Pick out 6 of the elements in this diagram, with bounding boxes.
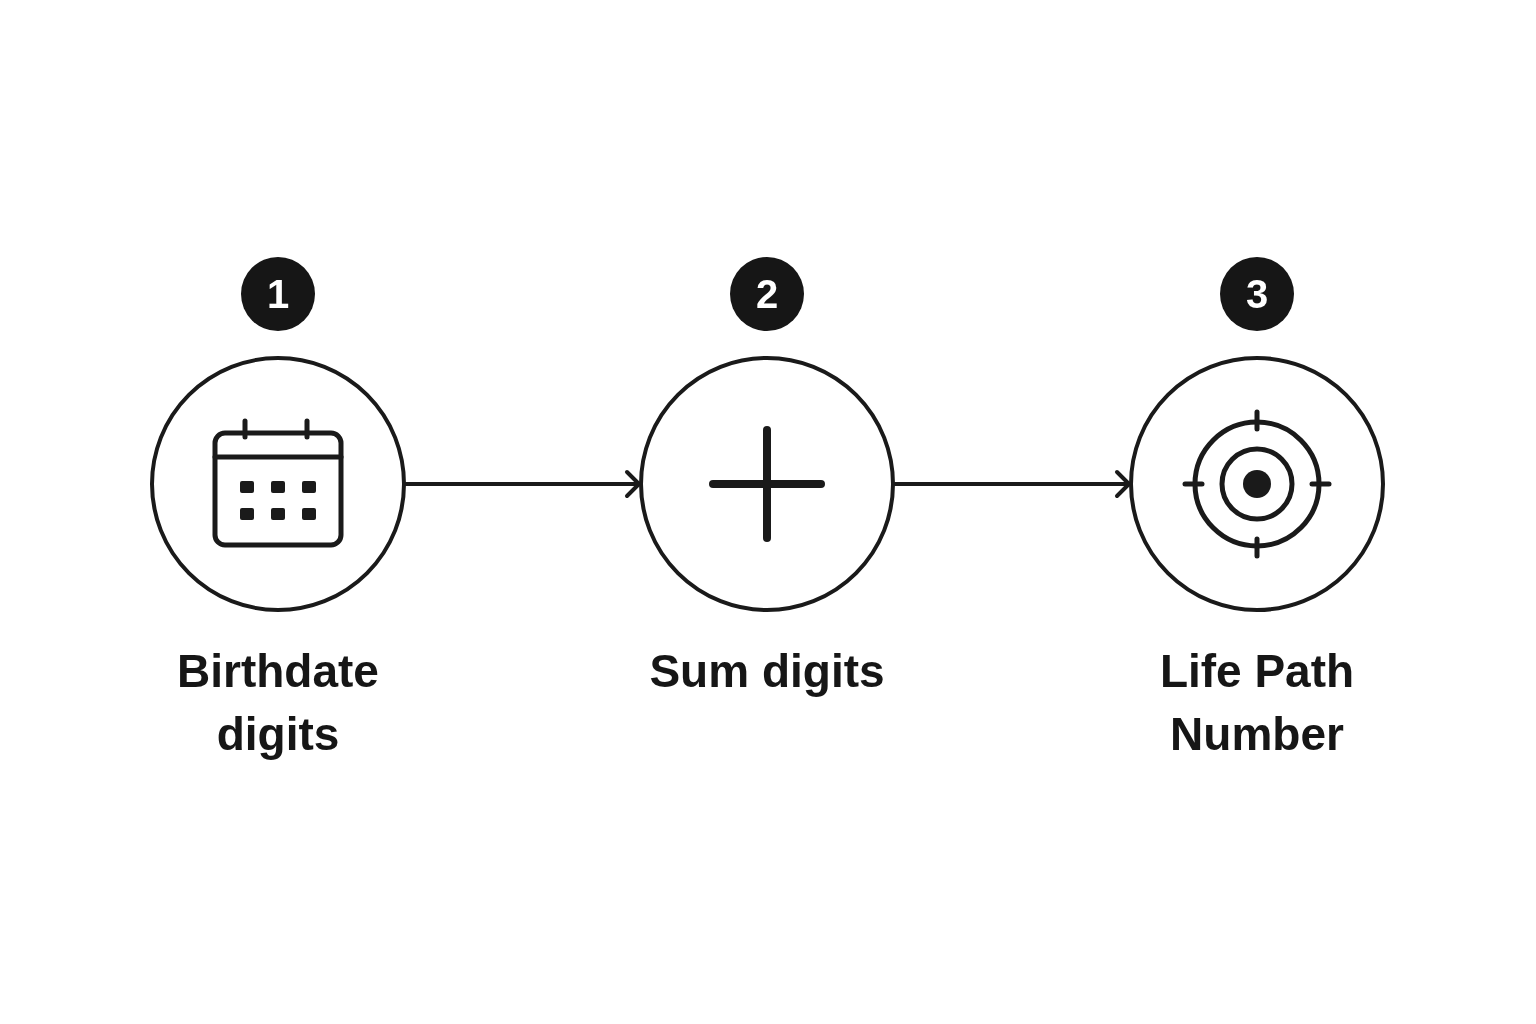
step-label: Birthdate digits	[176, 644, 380, 762]
step-number-badge: 3	[1220, 257, 1294, 331]
step-number-badge: 2	[730, 257, 804, 331]
step-label: Sum digits	[648, 644, 886, 699]
step-number-badge: 1	[241, 257, 315, 331]
step-label: Life Path Number	[1158, 644, 1356, 762]
